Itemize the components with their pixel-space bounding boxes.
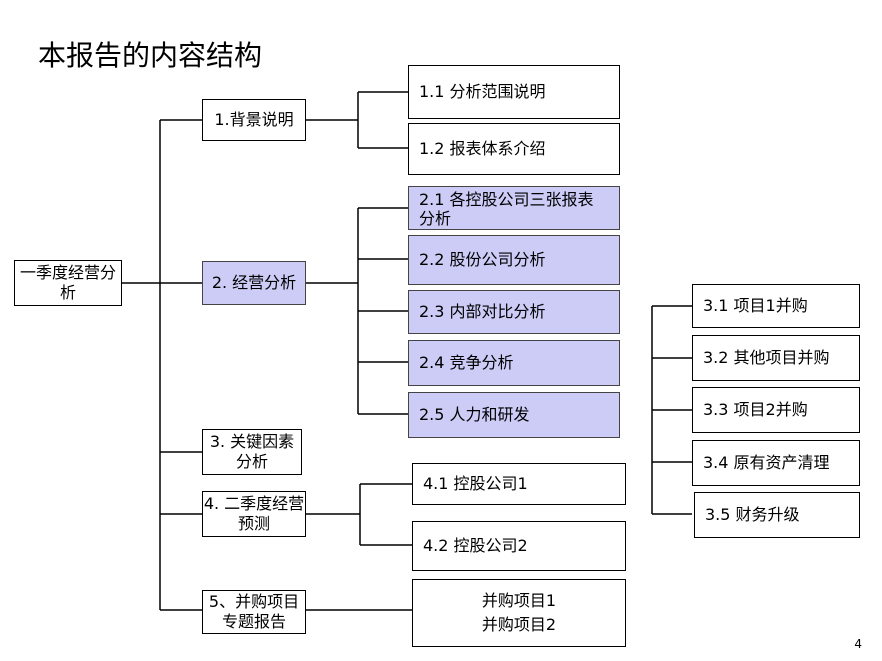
item-5-1: 并购项目1 xyxy=(481,591,557,610)
item-3-5[interactable]: 3.5 财务升级 xyxy=(694,492,860,538)
item-3-3[interactable]: 3.3 项目2并购 xyxy=(692,387,860,433)
page-title: 本报告的内容结构 xyxy=(38,39,263,72)
item-3-2[interactable]: 3.2 其他项目并购 xyxy=(692,335,860,381)
section-3-node[interactable]: 3. 关键因素分析 xyxy=(202,429,302,475)
item-5-group[interactable]: 并购项目1 并购项目2 xyxy=(412,579,626,647)
item-5-2: 并购项目2 xyxy=(481,615,557,634)
item-2-3[interactable]: 2.3 内部对比分析 xyxy=(408,290,620,334)
section-2-node[interactable]: 2. 经营分析 xyxy=(202,261,306,305)
item-1-1[interactable]: 1.1 分析范围说明 xyxy=(408,65,620,119)
item-2-1[interactable]: 2.1 各控股公司三张报表分析 xyxy=(408,186,620,230)
item-2-2[interactable]: 2.2 股份公司分析 xyxy=(408,235,620,285)
item-4-2[interactable]: 4.2 控股公司2 xyxy=(412,521,626,571)
section-5-node[interactable]: 5、并购项目专题报告 xyxy=(202,590,306,634)
section-1-node[interactable]: 1.背景说明 xyxy=(202,99,306,141)
root-label: 一季度经营分析 xyxy=(19,263,116,302)
item-3-1[interactable]: 3.1 项目1并购 xyxy=(692,284,860,328)
item-2-4[interactable]: 2.4 竞争分析 xyxy=(408,340,620,386)
section-4-node[interactable]: 4. 二季度经营预测 xyxy=(202,491,306,537)
item-3-4[interactable]: 3.4 原有资产清理 xyxy=(692,440,860,486)
page-number: 4 xyxy=(854,637,862,651)
item-4-1[interactable]: 4.1 控股公司1 xyxy=(412,463,626,505)
item-2-5[interactable]: 2.5 人力和研发 xyxy=(408,392,620,438)
item-1-2[interactable]: 1.2 报表体系介绍 xyxy=(408,123,620,175)
root-node[interactable]: 一季度经营分析 xyxy=(14,260,122,306)
